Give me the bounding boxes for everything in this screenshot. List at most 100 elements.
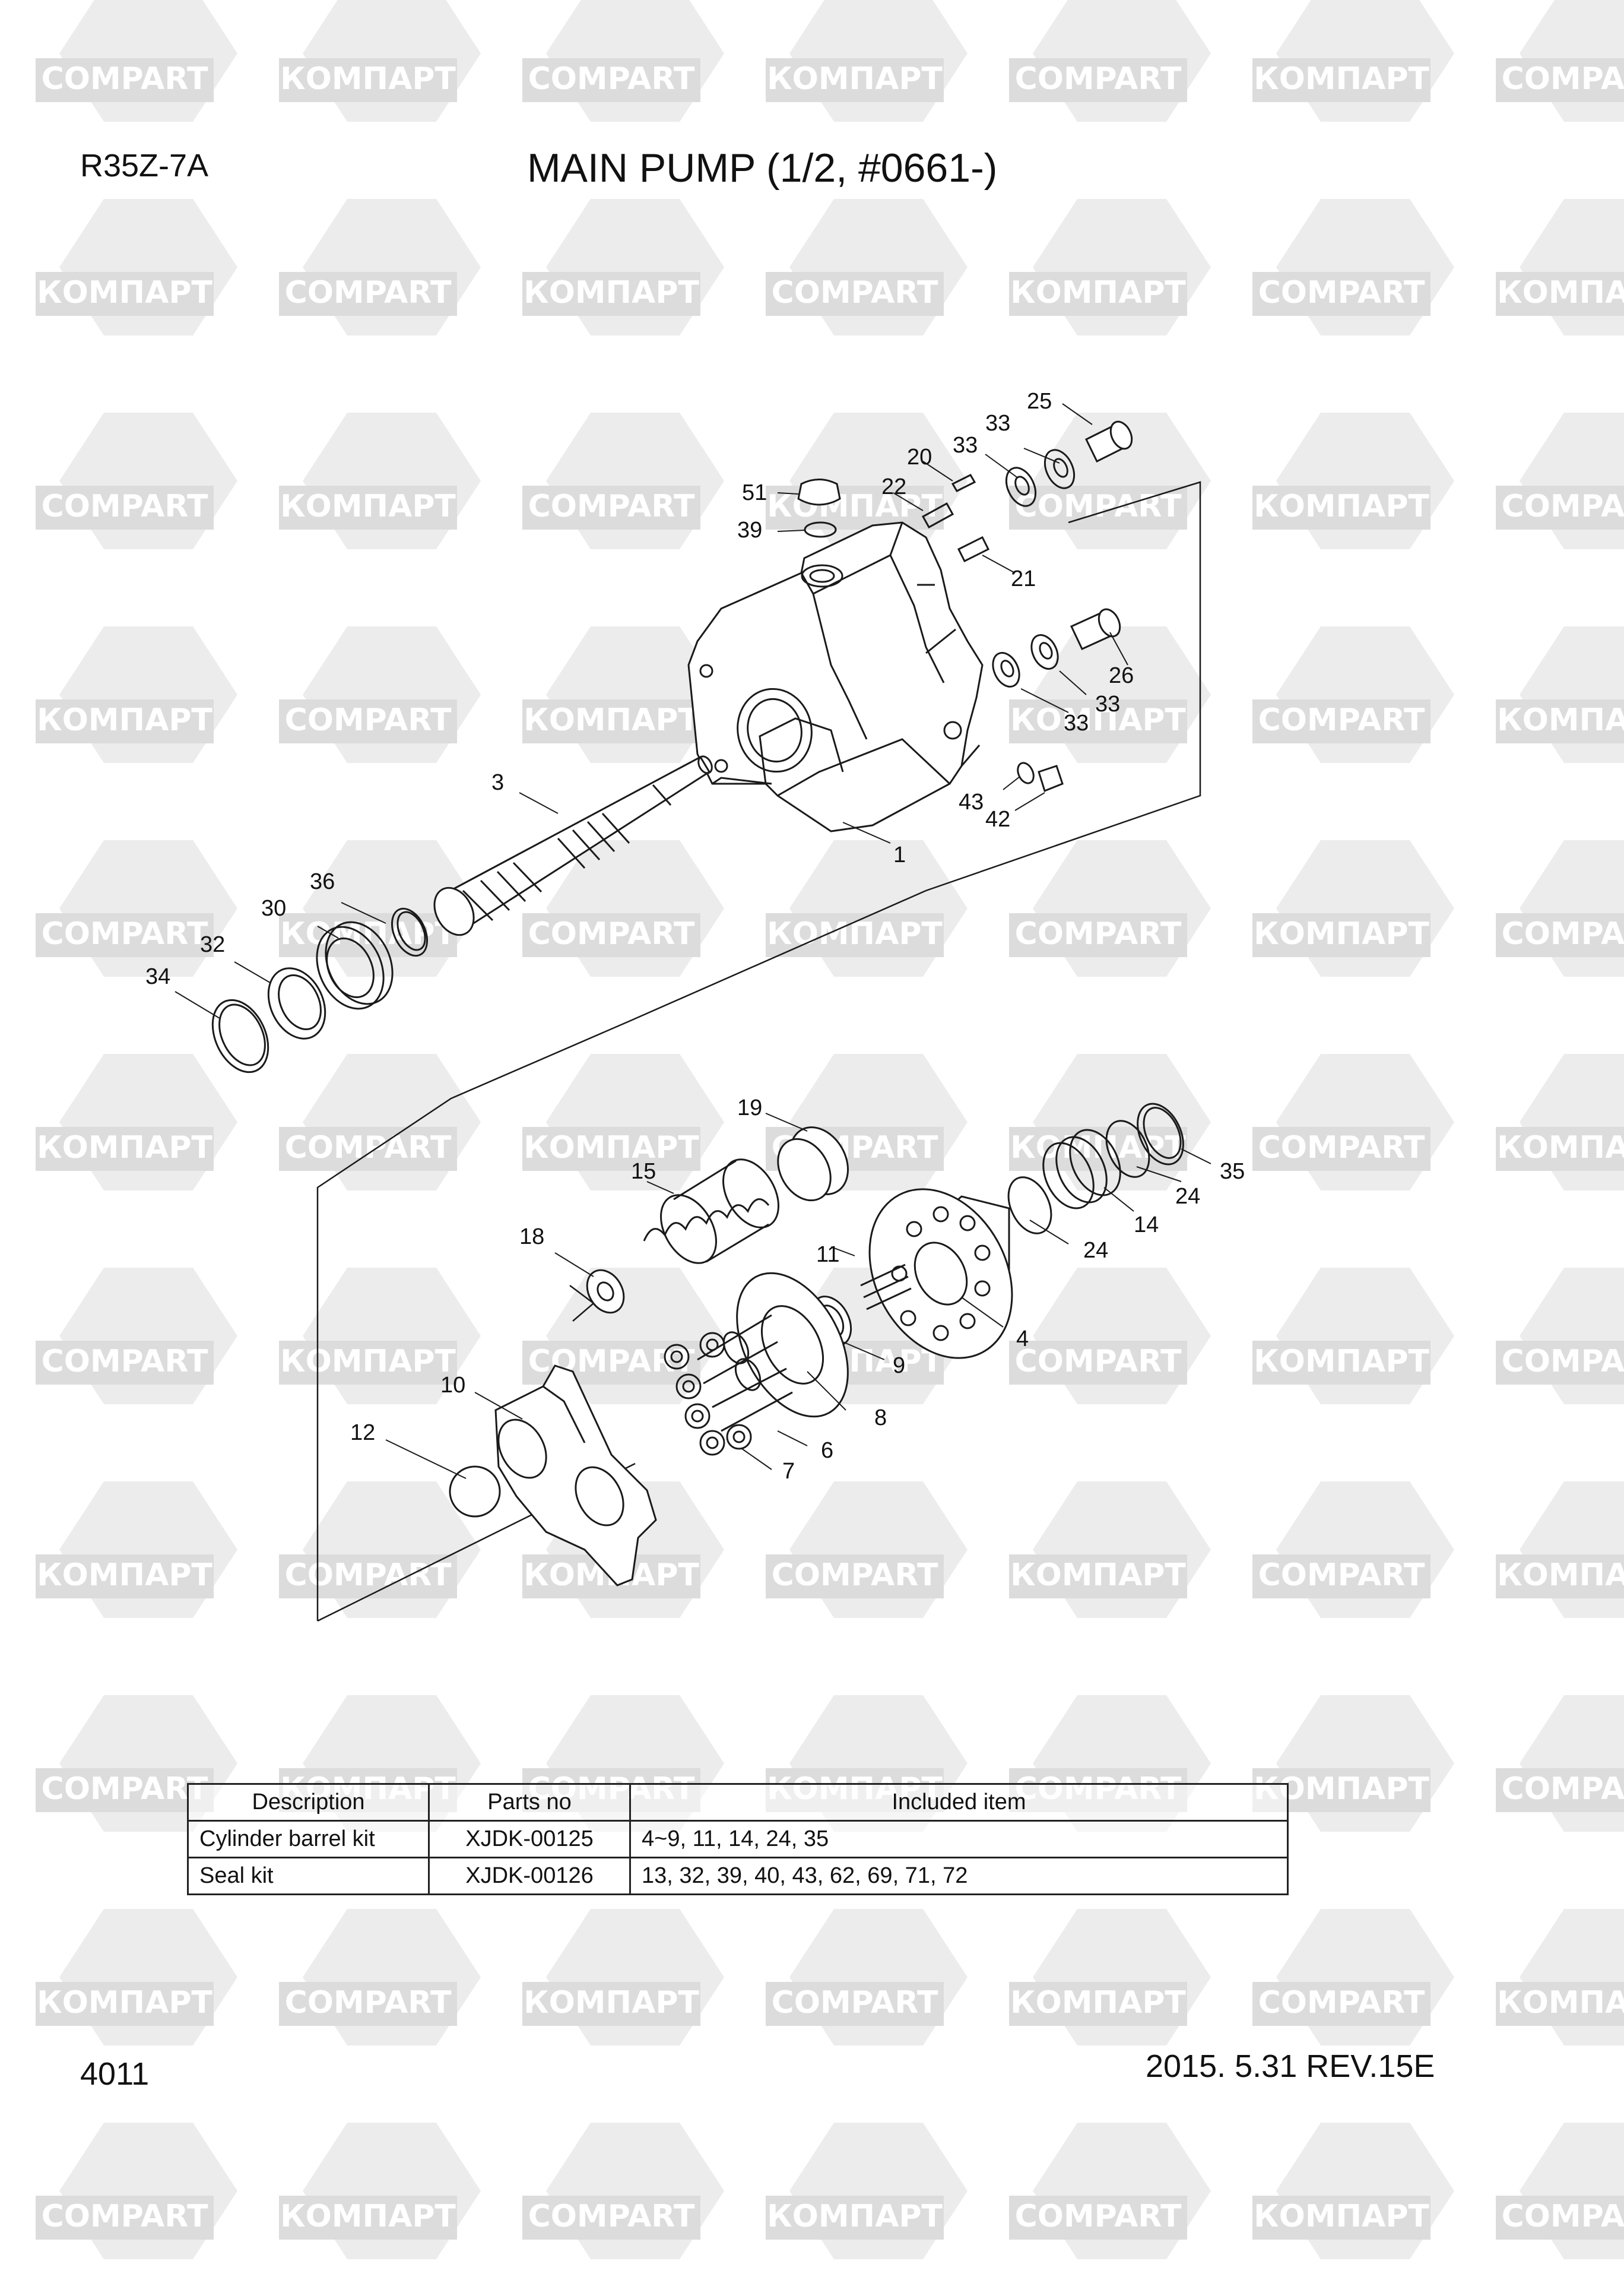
callout-34: 34	[145, 964, 170, 989]
watermark-bar	[1252, 486, 1430, 530]
watermark-bar	[522, 272, 700, 316]
watermark-text: COMPART	[1015, 2199, 1182, 2234]
callout-43: 43	[959, 790, 984, 815]
watermark-bar	[1252, 699, 1430, 743]
watermark-text: КОМПАРТ	[1497, 1130, 1624, 1166]
watermark-text: КОМПАРТ	[1010, 1557, 1186, 1593]
watermark-bar	[1009, 1341, 1187, 1385]
bearing-part-30	[316, 921, 394, 1010]
watermark-text: COMPART	[1258, 702, 1425, 738]
callout-32: 32	[200, 932, 225, 957]
watermark-bar	[1496, 1982, 1624, 2026]
watermark-bar	[522, 1982, 700, 2026]
kit-table: Description Parts no Included item Cylin…	[187, 1783, 1289, 1895]
pin-part-11	[860, 1264, 912, 1310]
watermark-text: КОМПАРТ	[280, 2199, 456, 2234]
watermark-text: КОМПАРТ	[1254, 2199, 1429, 2234]
callout-25: 25	[1027, 389, 1052, 414]
callout-1: 1	[893, 843, 906, 867]
watermark-text: КОМПАРТ	[1497, 1557, 1624, 1593]
watermark-text: КОМПАРТ	[280, 489, 456, 524]
watermark-text: КОМПАРТ	[1010, 275, 1186, 311]
header-parts-no: Parts no	[428, 1783, 631, 1822]
watermark-text: КОМПАРТ	[524, 275, 699, 311]
callout-26: 26	[1109, 663, 1134, 688]
plug-part-25	[1085, 420, 1133, 463]
watermark-text: COMPART	[528, 61, 695, 97]
watermark-text: COMPART	[1502, 916, 1624, 952]
watermark-text: COMPART	[772, 1557, 938, 1593]
snap-ring-part-34	[211, 999, 269, 1074]
watermark-bar	[36, 1768, 214, 1812]
watermark-text: КОМПАРТ	[524, 702, 699, 738]
watermark-bar	[36, 58, 214, 102]
watermark-bar	[1252, 1554, 1430, 1598]
watermark-text: COMPART	[528, 916, 695, 952]
callout-6: 6	[821, 1438, 833, 1463]
drive-shaft-part-3	[433, 755, 713, 936]
oil-seal-part-32	[267, 967, 326, 1040]
watermark-text: COMPART	[1258, 1130, 1425, 1166]
watermark-bar	[1252, 2196, 1430, 2240]
watermark-bar	[1496, 699, 1624, 743]
pump-casing-part-1	[687, 521, 984, 832]
watermark-bar	[522, 486, 700, 530]
watermark-bar	[766, 1982, 944, 2026]
watermark-text: COMPART	[42, 1771, 208, 1807]
cylinder-barrel-part-4	[868, 1188, 1013, 1359]
watermark-bar	[1009, 58, 1187, 102]
watermark-bar	[1252, 58, 1430, 102]
watermark-text: COMPART	[772, 275, 938, 311]
watermark-text: COMPART	[1502, 61, 1624, 97]
table-row: Seal kit XJDK-00126 13, 32, 39, 40, 43, …	[187, 1857, 1289, 1895]
watermark-bar	[1252, 913, 1430, 957]
watermark-bar	[1252, 1341, 1430, 1385]
watermark-bar	[1496, 1127, 1624, 1171]
watermark-bar	[279, 1982, 457, 2026]
shoe-part-7	[664, 1332, 752, 1456]
watermark-bar	[36, 272, 214, 316]
set-plate-part-8	[736, 1272, 849, 1418]
ball-part-12	[449, 1465, 501, 1518]
seat-part-18	[586, 1269, 625, 1314]
spring-part-15	[643, 1158, 779, 1264]
callout-7: 7	[782, 1459, 795, 1484]
callout-18: 18	[519, 1224, 544, 1249]
watermark-text: КОМПАРТ	[1497, 702, 1624, 738]
plug-part-26	[1070, 608, 1121, 650]
callout-51: 51	[742, 480, 767, 505]
watermark-text: КОМПАРТ	[524, 1985, 699, 2021]
watermark-text: COMPART	[1502, 489, 1624, 524]
cell-description: Seal kit	[187, 1857, 430, 1895]
watermark-bar	[36, 913, 214, 957]
watermark-text: COMPART	[42, 916, 208, 952]
watermark-bar	[522, 2196, 700, 2240]
watermark-text: КОМПАРТ	[37, 1557, 212, 1593]
pin-part-21	[957, 536, 990, 563]
watermark-text: КОМПАРТ	[280, 61, 456, 97]
cell-parts-no: XJDK-00125	[428, 1820, 631, 1858]
watermark-text: COMPART	[285, 275, 452, 311]
watermark-text: КОМПАРТ	[524, 1130, 699, 1166]
watermark-text: COMPART	[528, 2199, 695, 2234]
watermark-bar	[36, 2196, 214, 2240]
callout-24a: 24	[1083, 1238, 1108, 1263]
cell-parts-no: XJDK-00126	[428, 1857, 631, 1895]
watermark-bar	[1009, 1554, 1187, 1598]
callout-33c: 33	[1064, 711, 1089, 736]
page-title: MAIN PUMP (1/2, #0661-)	[527, 145, 998, 191]
watermark-bar	[36, 1982, 214, 2026]
watermark-text: КОМПАРТ	[1254, 61, 1429, 97]
watermark-text: COMPART	[1258, 1557, 1425, 1593]
watermark-bar	[1009, 699, 1187, 743]
watermark-text: КОМПАРТ	[1254, 489, 1429, 524]
watermark-bar	[1496, 2196, 1624, 2240]
watermark-bar	[1252, 272, 1430, 316]
watermark-bar	[522, 699, 700, 743]
callout-3: 3	[491, 770, 504, 795]
watermark-text: КОМПАРТ	[767, 2199, 943, 2234]
watermark-text: COMPART	[1015, 916, 1182, 952]
callout-15: 15	[631, 1159, 656, 1184]
watermark-bar	[36, 486, 214, 530]
